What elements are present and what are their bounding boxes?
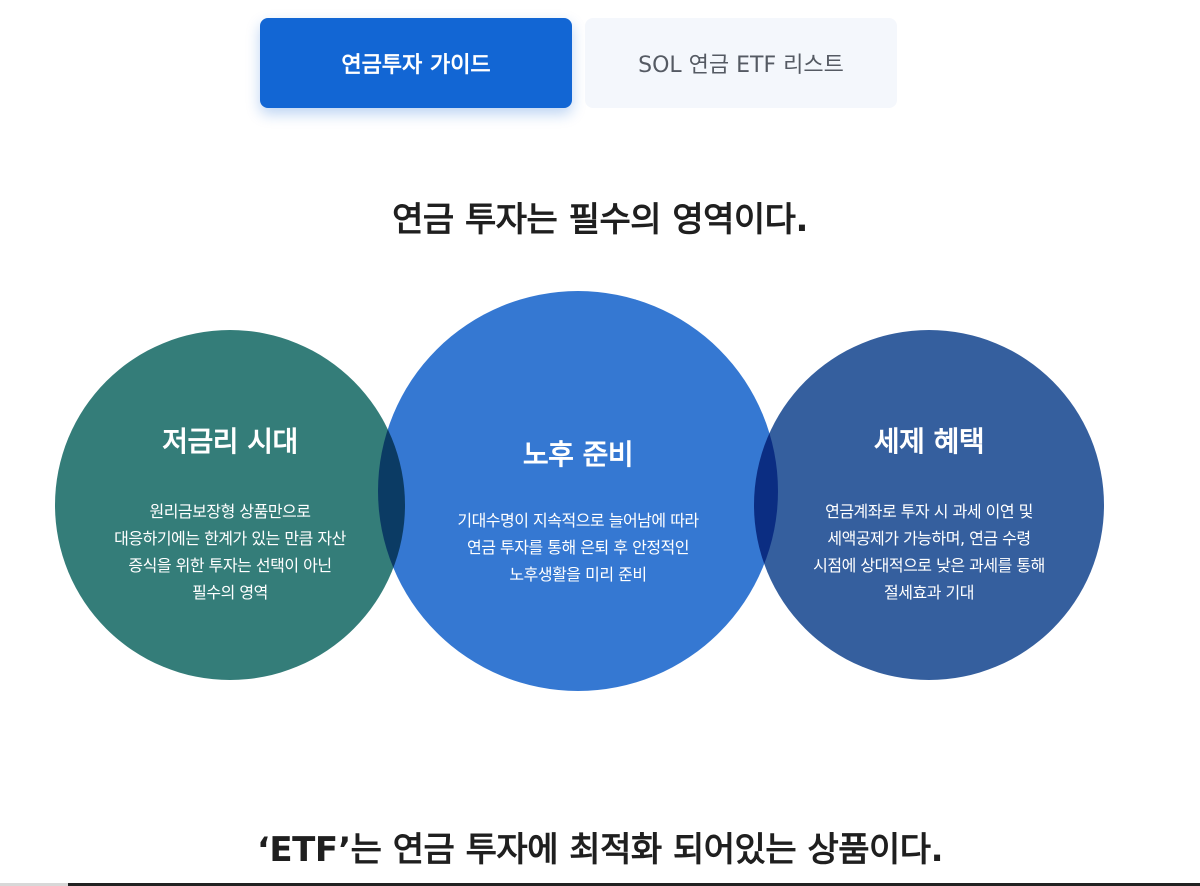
circle-line: 절세효과 기대 — [884, 583, 974, 602]
circle-line: 연금 투자를 통해 은퇴 후 안정적인 — [466, 538, 690, 557]
circle-retirement-bg — [378, 291, 778, 691]
circle-tax-benefit: 세제 혜택 연금계좌로 투자 시 과세 이연 및 세액공제가 가능하며, 연금 … — [754, 330, 1104, 680]
section-heading: 연금 투자는 필수의 영역이다. — [392, 200, 808, 240]
tab-pension-guide[interactable]: 연금투자 가이드 — [260, 18, 572, 108]
circle-title: 노후 준비 — [522, 438, 634, 471]
circle-body: 연금계좌로 투자 시 과세 이연 및 세액공제가 가능하며, 연금 수령 시점에… — [813, 498, 1045, 606]
circle-line: 기대수명이 지속적으로 늘어남에 따라 — [457, 511, 699, 530]
circle-body: 원리금보장형 상품만으로 대응하기에는 한계가 있는 만큼 자산 증식을 위한 … — [114, 498, 346, 606]
circle-low-interest: 저금리 시대 원리금보장형 상품만으로 대응하기에는 한계가 있는 만큼 자산 … — [55, 330, 405, 680]
circle-line: 노후생활을 미리 준비 — [509, 565, 647, 584]
circle-line: 세액공제가 가능하며, 연금 수령 — [827, 529, 1031, 548]
divider — [0, 883, 68, 886]
circle-line: 원리금보장형 상품만으로 — [149, 502, 311, 521]
circle-line: 대응하기에는 한계가 있는 만큼 자산 — [114, 529, 346, 548]
circle-line: 연금계좌로 투자 시 과세 이연 및 — [825, 502, 1033, 521]
etf-heading: ‘ETF’는 연금 투자에 최적화 되어있는 상품이다. — [257, 830, 943, 870]
circle-title: 세제 혜택 — [873, 425, 985, 458]
circle-line: 시점에 상대적으로 낮은 과세를 통해 — [813, 556, 1045, 575]
circle-retirement: 노후 준비 기대수명이 지속적으로 늘어남에 따라 연금 투자를 통해 은퇴 후… — [378, 291, 778, 691]
circle-line: 필수의 영역 — [192, 583, 268, 602]
divider — [68, 883, 1200, 886]
tab-sol-etf-list[interactable]: SOL 연금 ETF 리스트 — [585, 18, 897, 108]
circle-line: 증식을 위한 투자는 선택이 아닌 — [128, 556, 332, 575]
circle-body: 기대수명이 지속적으로 늘어남에 따라 연금 투자를 통해 은퇴 후 안정적인 … — [457, 507, 699, 588]
circle-title: 저금리 시대 — [162, 425, 298, 458]
